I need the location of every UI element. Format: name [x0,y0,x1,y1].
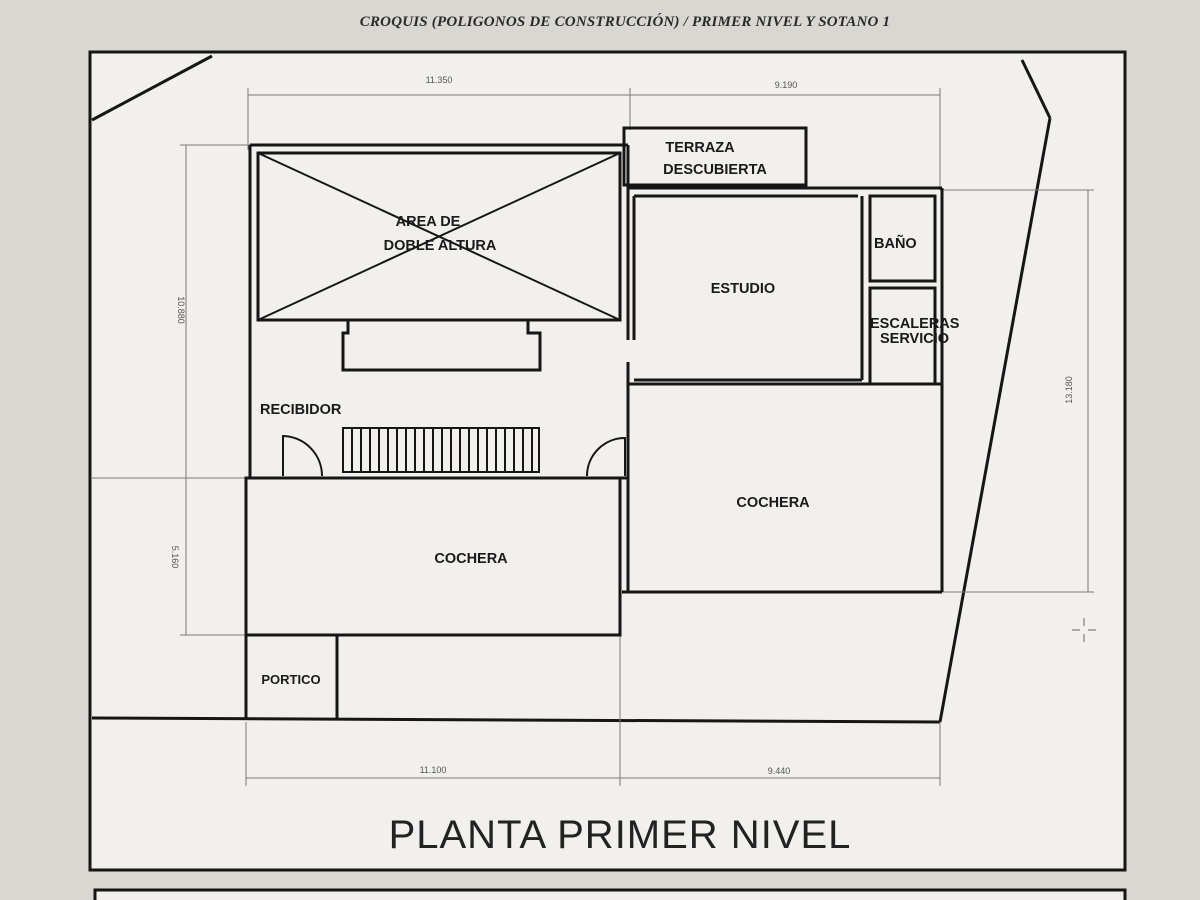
dim-bottom-right: 9.440 [768,766,791,776]
plan-paper [88,50,1127,872]
escaleras-label: ESCALERAS [870,316,960,332]
double-height-cross [257,152,621,321]
dim-bottom-left: 11.100 [420,765,447,775]
plan-title: PLANTA PRIMER NIVEL [389,813,852,857]
dim-left-lower: 5.160 [170,546,180,569]
terraza-label: TERRAZA [665,140,735,156]
estudio-label: ESTUDIO [711,281,775,297]
main-stairs [342,427,540,473]
bano-label: BAÑO [874,234,917,252]
door-swings [282,434,626,477]
escaleras-label-2: SERVICIO [880,331,949,347]
walls [244,126,944,720]
double-height-label: AREA DE [396,214,461,230]
terraza-label-2: DESCUBIERTA [663,162,767,178]
dimension-lines [92,88,1094,786]
lower-sheet-edge [93,888,1127,900]
double-height-label-2: DOBLE ALTURA [384,238,497,254]
cochera-right-label: COCHERA [736,495,810,511]
page-title: CROQUIS (POLIGONOS DE CONSTRUCCIÓN) / PR… [359,14,891,30]
crosshair-cursor-icon [1072,618,1096,642]
property-boundary [91,54,1052,724]
dim-top-right: 9.190 [775,80,798,90]
portico-label: PORTICO [261,672,320,687]
dim-right: 13.180 [1064,376,1074,404]
dim-left-upper: 10.880 [176,296,186,324]
recibidor-label: RECIBIDOR [260,402,342,418]
dim-top-left: 11.350 [426,75,453,85]
cochera-left-label: COCHERA [434,551,508,567]
